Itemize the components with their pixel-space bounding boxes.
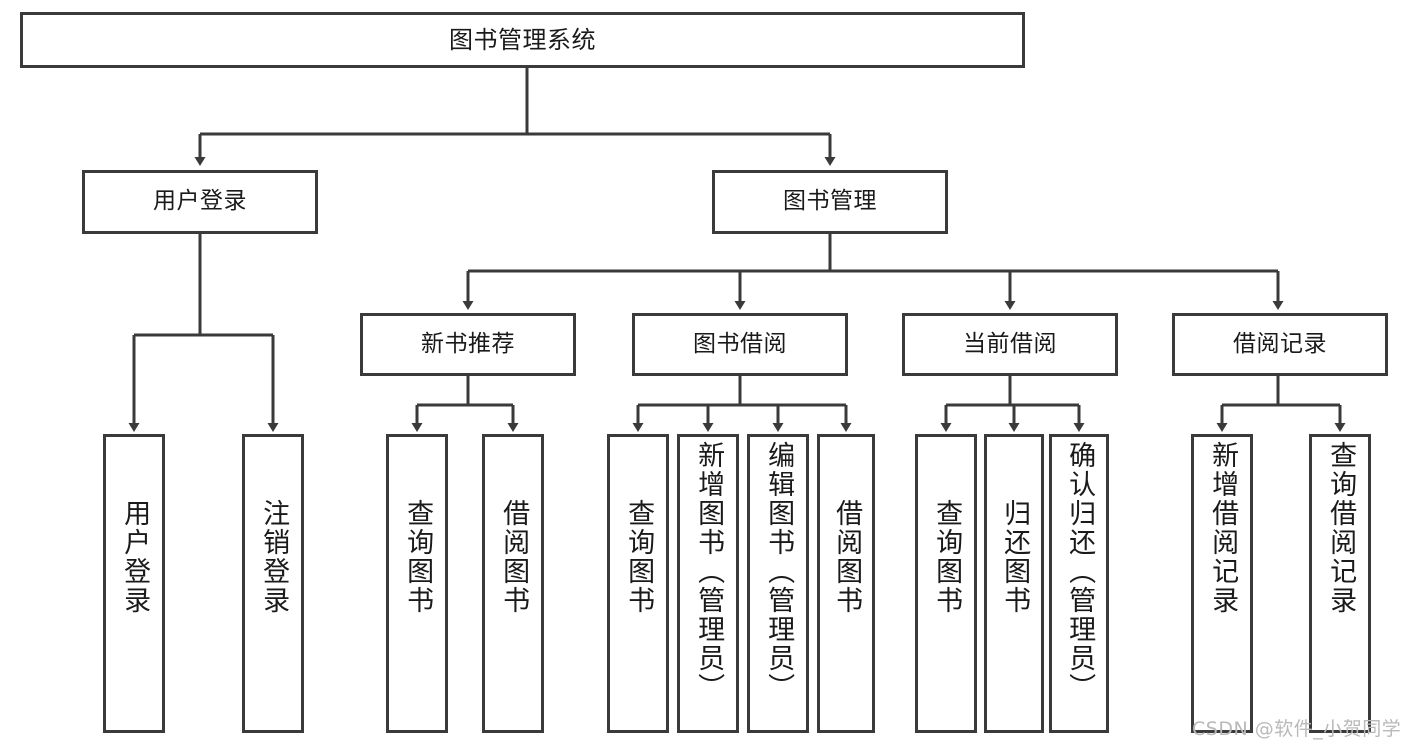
- leaf-add-book-admin[interactable]: 新增图书（管理员）: [677, 434, 739, 733]
- node-label: 图书管理系统: [449, 25, 596, 54]
- leaf-edit-book-admin[interactable]: 编辑图书（管理员）: [747, 434, 809, 733]
- node-new-book-recommendation[interactable]: 新书推荐: [360, 313, 576, 376]
- node-book-management[interactable]: 图书管理: [712, 170, 948, 234]
- node-label: 借阅记录: [1233, 330, 1327, 357]
- leaf-add-borrowing-record[interactable]: 新增借阅记录: [1191, 434, 1253, 733]
- node-label: 图书管理: [783, 188, 877, 215]
- node-book-borrowing[interactable]: 图书借阅: [632, 313, 848, 376]
- leaf-borrow-book-borrowing[interactable]: 借阅图书: [817, 434, 875, 733]
- leaf-confirm-return-admin[interactable]: 确认归还（管理员）: [1049, 434, 1109, 733]
- leaf-query-book-current[interactable]: 查询图书: [915, 434, 977, 733]
- leaf-query-borrowing-record[interactable]: 查询借阅记录: [1309, 434, 1371, 733]
- leaf-user-login[interactable]: 用户登录: [103, 434, 165, 733]
- node-label: 注销登录: [258, 499, 290, 615]
- node-label: 确认归还（管理员）: [1064, 441, 1096, 702]
- node-borrowing-record[interactable]: 借阅记录: [1172, 313, 1388, 376]
- leaf-query-book-borrowing[interactable]: 查询图书: [607, 434, 669, 733]
- node-label: 查询借阅记录: [1325, 441, 1357, 615]
- node-label: 编辑图书（管理员）: [763, 441, 795, 702]
- node-label: 归还图书: [999, 499, 1031, 615]
- node-label: 借阅图书: [498, 499, 530, 615]
- node-label: 图书借阅: [693, 330, 787, 357]
- watermark-csdn: CSDN @软件_小贺同学: [1192, 718, 1402, 740]
- node-label: 新增图书（管理员）: [693, 441, 725, 702]
- node-label: 用户登录: [153, 188, 247, 215]
- node-label: 新书推荐: [421, 330, 515, 357]
- node-label: 用户登录: [119, 499, 151, 615]
- leaf-query-book-recommendation[interactable]: 查询图书: [386, 434, 448, 733]
- node-label: 当前借阅: [963, 330, 1057, 357]
- node-label: 新增借阅记录: [1207, 441, 1239, 615]
- leaf-borrow-book-recommendation[interactable]: 借阅图书: [482, 434, 544, 733]
- node-label: 查询图书: [623, 499, 655, 615]
- node-label: 借阅图书: [831, 499, 863, 615]
- node-label: 查询图书: [402, 499, 434, 615]
- leaf-return-book[interactable]: 归还图书: [984, 434, 1044, 733]
- node-label: 查询图书: [931, 499, 963, 615]
- node-current-borrowing[interactable]: 当前借阅: [902, 313, 1118, 376]
- node-root-book-management-system[interactable]: 图书管理系统: [20, 12, 1025, 68]
- leaf-logout[interactable]: 注销登录: [242, 434, 304, 733]
- node-user-login[interactable]: 用户登录: [82, 170, 318, 234]
